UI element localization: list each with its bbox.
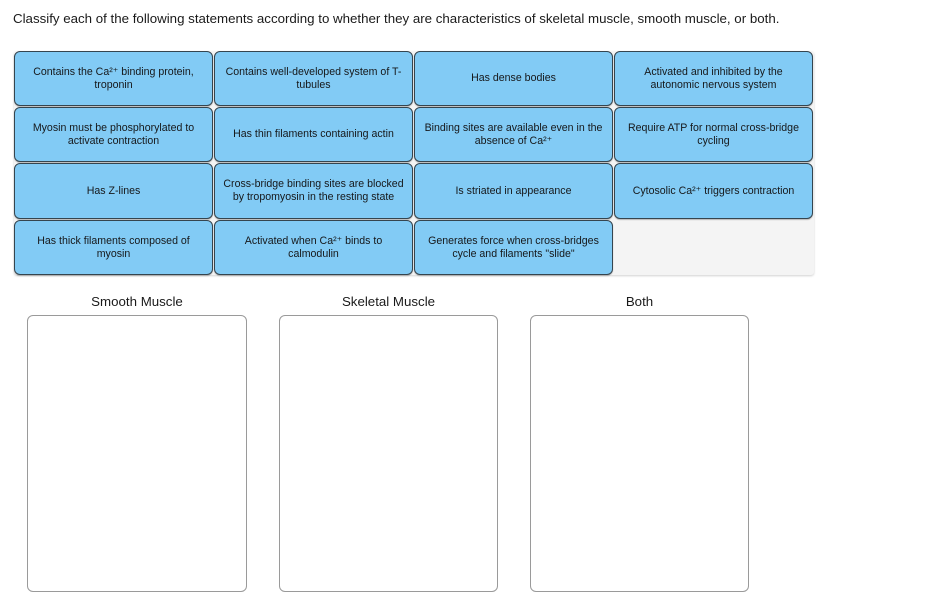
tile-thin-filaments[interactable]: Has thin filaments containing actin	[214, 107, 413, 162]
dropzone-both-wrapper: Both	[530, 293, 749, 592]
tile-label: Cross-bridge binding sites are blocked b…	[223, 178, 404, 203]
tile-label: Activated and inhibited by the autonomic…	[644, 65, 783, 91]
tile-striated[interactable]: Is striated in appearance	[414, 163, 613, 219]
tile-troponin[interactable]: Contains the Ca²⁺ binding protein, tropo…	[14, 51, 213, 106]
tile-z-lines[interactable]: Has Z-lines	[14, 163, 213, 219]
tile-label: Generates force when cross-bridges cycle…	[428, 234, 599, 260]
tile-tropomyosin[interactable]: Cross-bridge binding sites are blocked b…	[214, 163, 413, 219]
statement-tile-bank: Contains the Ca²⁺ binding protein, tropo…	[14, 51, 814, 275]
tile-label: Myosin must be phosphorylated to activat…	[32, 121, 195, 147]
tile-thick-filaments[interactable]: Has thick filaments composed of myosin	[14, 220, 213, 275]
tile-autonomic[interactable]: Activated and inhibited by the autonomic…	[614, 51, 813, 106]
dropzone-skeletal-muscle[interactable]	[279, 315, 498, 592]
page-title: Classify each of the following statement…	[13, 11, 780, 26]
tile-dense-bodies[interactable]: Has dense bodies	[414, 51, 613, 106]
tile-label: Is striated in appearance	[455, 184, 572, 197]
dropzone-label-smooth-muscle: Smooth Muscle	[91, 294, 183, 309]
tile-label: Activated when Ca²⁺ binds to calmodulin	[244, 234, 383, 260]
tile-generates-force[interactable]: Generates force when cross-bridges cycle…	[414, 220, 613, 275]
tile-label: Has dense bodies	[471, 72, 556, 85]
dropzone-both[interactable]	[530, 315, 749, 592]
tile-row: Contains the Ca²⁺ binding protein, tropo…	[14, 51, 814, 106]
tile-require-atp[interactable]: Require ATP for normal cross-bridge cycl…	[614, 107, 813, 162]
tile-cytosolic-calcium[interactable]: Cytosolic Ca²⁺ triggers contraction	[614, 163, 813, 219]
tile-calmodulin[interactable]: Activated when Ca²⁺ binds to calmodulin	[214, 220, 413, 275]
dropzone-smooth-muscle-wrapper: Smooth Muscle	[27, 293, 247, 592]
tile-label: Has thin filaments containing actin	[233, 128, 394, 141]
tile-label: Contains well-developed system of T-tubu…	[225, 65, 402, 91]
tile-row: Myosin must be phosphorylated to activat…	[14, 107, 814, 162]
tile-t-tubules[interactable]: Contains well-developed system of T-tubu…	[214, 51, 413, 106]
tile-myosin-phosphorylated[interactable]: Myosin must be phosphorylated to activat…	[14, 107, 213, 162]
dropzone-label-skeletal-muscle: Skeletal Muscle	[341, 294, 436, 309]
dropzone-skeletal-muscle-wrapper: Skeletal Muscle	[279, 293, 498, 592]
tile-binding-sites[interactable]: Binding sites are available even in the …	[414, 107, 613, 162]
tile-label: Cytosolic Ca²⁺ triggers contraction	[632, 184, 795, 197]
tile-row: Has thick filaments composed of myosin A…	[14, 220, 814, 275]
tile-label: Has thick filaments composed of myosin	[37, 234, 190, 260]
dropzone-smooth-muscle[interactable]	[27, 315, 247, 592]
tile-label: Contains the Ca²⁺ binding protein, tropo…	[33, 65, 194, 91]
tile-row: Has Z-lines Cross-bridge binding sites a…	[14, 163, 814, 219]
dropzone-label-both: Both	[625, 294, 654, 309]
tile-label: Binding sites are available even in the …	[424, 121, 603, 147]
tile-label: Require ATP for normal cross-bridge cycl…	[628, 121, 799, 147]
tile-label: Has Z-lines	[86, 184, 141, 197]
